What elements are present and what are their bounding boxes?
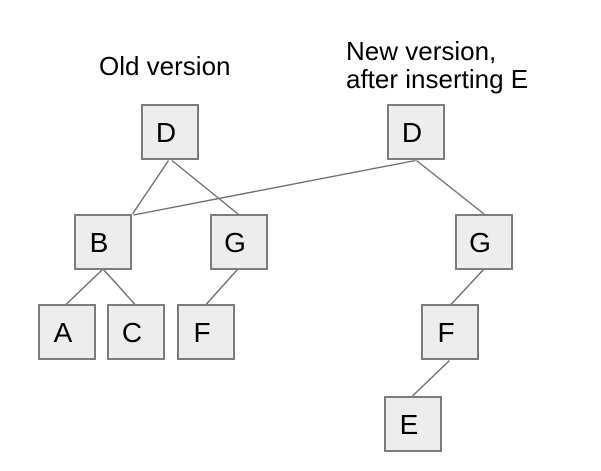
- node-old-c: C: [107, 304, 165, 360]
- node-old-b: B: [74, 214, 132, 270]
- node-old-d: D: [141, 104, 199, 160]
- node-old-f-label: F: [193, 317, 211, 348]
- node-new-g-label: G: [469, 227, 491, 258]
- edge-old-b-to-old-a: [65, 268, 103, 306]
- title-new-version: New version, after inserting E: [346, 36, 529, 94]
- node-new-f: F: [421, 304, 479, 360]
- edge-new-d-to-old-b: [133, 159, 416, 216]
- node-old-f: F: [177, 304, 235, 360]
- node-old-a-label: A: [53, 317, 73, 348]
- edge-old-g-to-old-f: [205, 269, 239, 305]
- node-new-g: G: [455, 214, 513, 270]
- title-old-version: Old version: [99, 51, 231, 81]
- node-new-d-label: D: [401, 117, 423, 148]
- node-old-g-label: G: [224, 227, 246, 258]
- node-old-c-label: C: [121, 317, 143, 348]
- node-old-g: G: [210, 214, 268, 270]
- node-new-d: D: [387, 104, 445, 160]
- edge-new-f-to-new-e: [412, 359, 450, 397]
- node-old-b-label: B: [89, 227, 109, 258]
- node-new-f-label: F: [437, 317, 455, 348]
- node-new-e: E: [384, 396, 442, 452]
- node-new-e-label: E: [399, 409, 419, 440]
- edge-new-d-to-new-g: [416, 159, 485, 215]
- node-old-d-label: D: [155, 117, 177, 148]
- edge-old-d-to-old-g: [171, 159, 239, 215]
- edge-old-b-to-old-c: [102, 269, 136, 305]
- edge-new-g-to-new-f: [450, 269, 485, 305]
- edge-old-d-to-old-b: [131, 160, 170, 215]
- node-old-a: A: [38, 304, 96, 360]
